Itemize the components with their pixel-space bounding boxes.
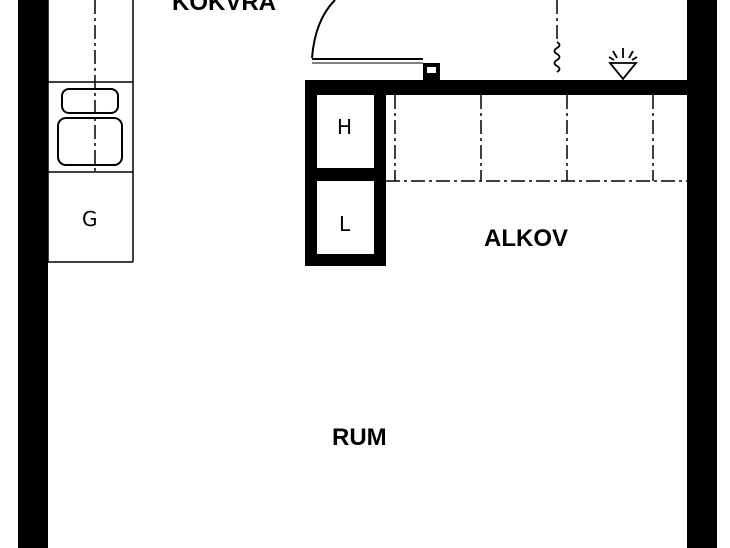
kitchen-counter <box>47 0 134 263</box>
radiator-icon <box>553 41 561 73</box>
room-label-alcove: ALKOV <box>484 225 568 252</box>
alcove-shelves <box>386 95 687 182</box>
fixture-label-wardrobe-h: H <box>337 115 352 139</box>
fixture-label-stove: G <box>82 207 98 231</box>
door-swing-icon <box>311 0 423 64</box>
wall-left <box>18 0 48 548</box>
sink-icon <box>57 88 123 166</box>
wardrobe-frame <box>305 80 386 266</box>
wall-right <box>687 0 717 548</box>
lamp-icon <box>608 48 638 81</box>
wall-alcove-top <box>305 80 687 95</box>
fixture-label-wardrobe-l: L <box>339 212 351 236</box>
room-label-room: RUM <box>332 424 387 451</box>
room-label-kitchen: KÖKVRÅ <box>172 0 276 16</box>
